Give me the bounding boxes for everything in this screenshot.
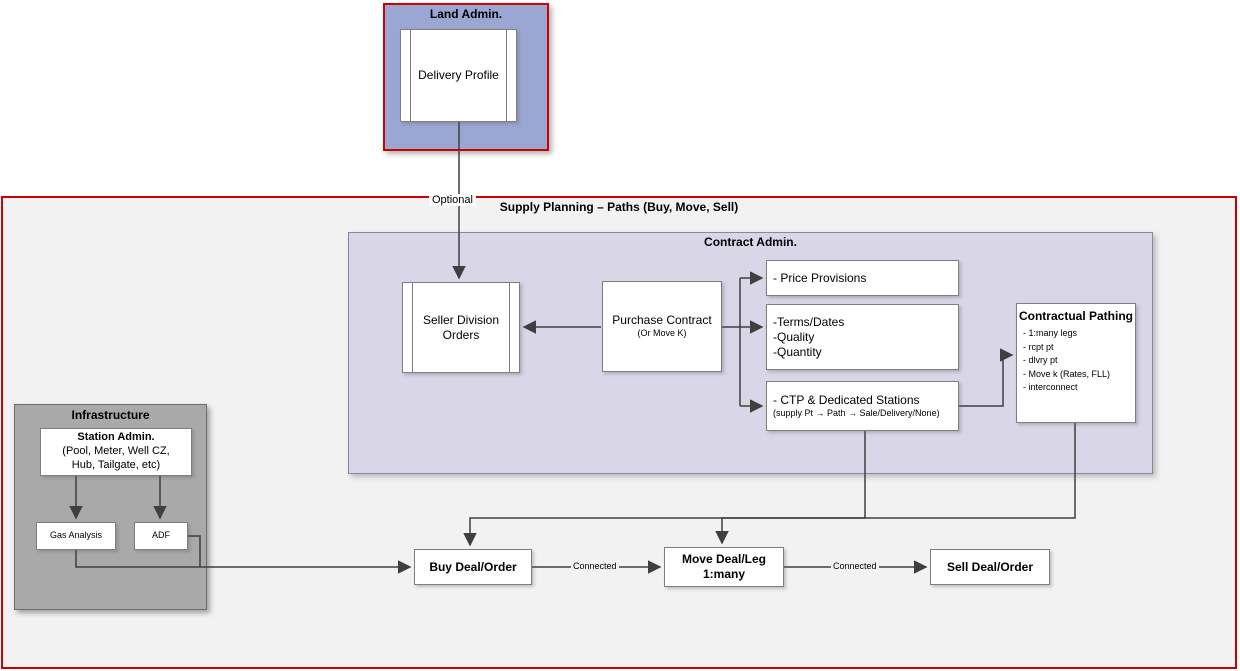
connected-edge-label: Connected (831, 561, 879, 571)
optional-edge-label: Optional (429, 194, 476, 206)
supply-planning-title: Supply Planning – Paths (Buy, Move, Sell… (499, 200, 739, 214)
contractual-pathing-item: - rcpt pt (1023, 341, 1054, 352)
sell-deal-label: Sell Deal/Order (946, 559, 1034, 574)
purchase-contract-node: Purchase Contract (Or Move K) (602, 281, 722, 372)
contractual-pathing-list: - 1:many legs - rcpt pt - dlvry pt - Mov… (1017, 324, 1135, 395)
terms-dates-node: -Terms/Dates -Quality -Quantity (766, 304, 959, 370)
gas-analysis-label: Gas Analysis (49, 530, 103, 541)
infrastructure-title: Infrastructure (71, 408, 150, 422)
adf-label: ADF (152, 530, 170, 541)
station-admin-title: Station Admin. (77, 431, 155, 444)
buy-deal-label: Buy Deal/Order (429, 559, 517, 574)
move-deal-node: Move Deal/Leg 1:many (664, 547, 784, 587)
station-admin-node: Station Admin. (Pool, Meter, Well CZ, Hu… (40, 428, 192, 476)
terms-dates-line3: -Quantity (773, 344, 822, 359)
contract-admin-title: Contract Admin. (704, 235, 797, 249)
sell-deal-node: Sell Deal/Order (930, 549, 1050, 585)
gas-analysis-node: Gas Analysis (36, 522, 116, 550)
contractual-pathing-item: - Move k (Rates, FLL) (1023, 368, 1111, 379)
delivery-profile-label: Delivery Profile (418, 68, 499, 82)
contractual-pathing-item: - dlvry pt (1023, 355, 1058, 365)
connected-edge-label: Connected (571, 561, 619, 571)
buy-deal-node: Buy Deal/Order (414, 549, 532, 585)
contractual-pathing-item: - 1:many legs (1023, 328, 1078, 338)
land-admin-title: Land Admin. (429, 7, 503, 21)
move-deal-line2: 1:many (702, 567, 746, 581)
terms-dates-line1: -Terms/Dates (773, 314, 845, 329)
price-provisions-node: - Price Provisions (766, 260, 959, 296)
seller-division-orders-node: Seller Division Orders (402, 282, 520, 373)
contractual-pathing-node: Contractual Pathing - 1:many legs - rcpt… (1016, 303, 1136, 423)
station-admin-line3: Hub, Tailgate, etc) (71, 458, 161, 471)
purchase-contract-subtitle: (Or Move K) (637, 328, 687, 339)
contractual-pathing-title: Contractual Pathing (1018, 309, 1133, 323)
delivery-profile-node: Delivery Profile (400, 29, 517, 122)
ctp-stations-label: - CTP & Dedicated Stations (773, 392, 920, 407)
ctp-stations-subtitle: (supply Pt → Path → Sale/Delivery/None) (773, 407, 940, 418)
terms-dates-line2: -Quality (773, 329, 815, 344)
move-deal-line1: Move Deal/Leg (681, 552, 767, 566)
purchase-contract-label: Purchase Contract (612, 313, 712, 328)
adf-node: ADF (134, 522, 188, 550)
ctp-stations-node: - CTP & Dedicated Stations (supply Pt → … (766, 381, 959, 431)
price-provisions-label: - Price Provisions (773, 270, 867, 285)
contractual-pathing-item: - interconnect (1023, 382, 1078, 392)
station-admin-line2: (Pool, Meter, Well CZ, (62, 445, 170, 458)
seller-division-orders-label: Seller Division Orders (422, 312, 500, 342)
